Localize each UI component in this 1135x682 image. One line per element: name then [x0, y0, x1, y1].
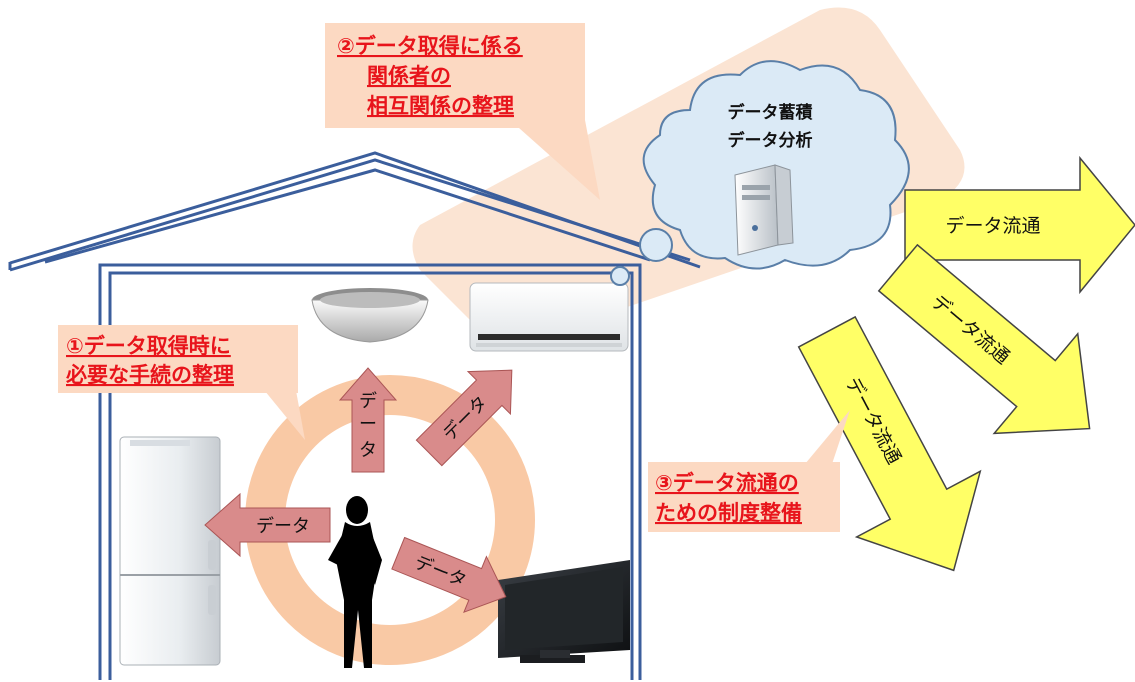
- flow-arrow-1-label: データ流通: [945, 215, 1040, 237]
- callout-step2-box: [325, 23, 585, 128]
- callout-step1: ①データ取得時に 必要な手続の整理: [58, 325, 305, 440]
- callout-step1-tail: [260, 385, 305, 440]
- house-roof: [8, 151, 701, 272]
- television-icon: [498, 560, 630, 663]
- callout-step2-tail: [510, 120, 600, 200]
- callout-step1-box: [58, 325, 298, 393]
- cloud-line2: データ分析: [728, 130, 813, 151]
- callout-step3-line1: ③データ流通の: [655, 471, 799, 495]
- thought-bubble-small: [610, 266, 630, 286]
- callout-step2: ②データ取得に係る 関係者の 相互関係の整理: [325, 23, 600, 200]
- callout-step3-line2: ための制度整備: [655, 501, 802, 525]
- data-arrow-left-label: データ: [256, 516, 310, 537]
- flow-arrow-1: データ流通: [904, 155, 1135, 295]
- data-arrow-up: デ ー タ: [338, 367, 398, 473]
- cloud-icon: データ蓄積 データ分析: [642, 60, 910, 270]
- thought-bubble-medium: [639, 228, 673, 262]
- callout-step1-line2: 必要な手続の整理: [66, 363, 234, 387]
- data-arrow-left: データ: [204, 492, 331, 558]
- callout-step2-line3: 相互関係の整理: [367, 94, 514, 118]
- callout-step3-tail: [800, 410, 850, 470]
- cloud-line1: データ蓄積: [728, 102, 814, 123]
- callout-step3-box: [648, 462, 840, 532]
- data-arrow-up-label-1: デ: [359, 391, 377, 412]
- callout-step3: ③データ流通の ための制度整備: [648, 410, 850, 532]
- callout-step2-line1: ②データ取得に係る: [337, 34, 523, 58]
- server-icon: [734, 164, 794, 256]
- ceiling-lamp-icon: [311, 288, 429, 343]
- data-arrow-up-label-2: ー: [359, 414, 377, 435]
- callout-step2-line2: 関係者の: [367, 64, 451, 88]
- callout-step1-line1: ①データ取得時に: [66, 334, 231, 358]
- data-arrow-up-label-3: タ: [359, 440, 377, 461]
- person-silhouette-icon: [328, 496, 382, 668]
- house-walls: [98, 263, 642, 680]
- refrigerator-icon: [119, 436, 221, 666]
- air-conditioner-icon: [469, 282, 629, 352]
